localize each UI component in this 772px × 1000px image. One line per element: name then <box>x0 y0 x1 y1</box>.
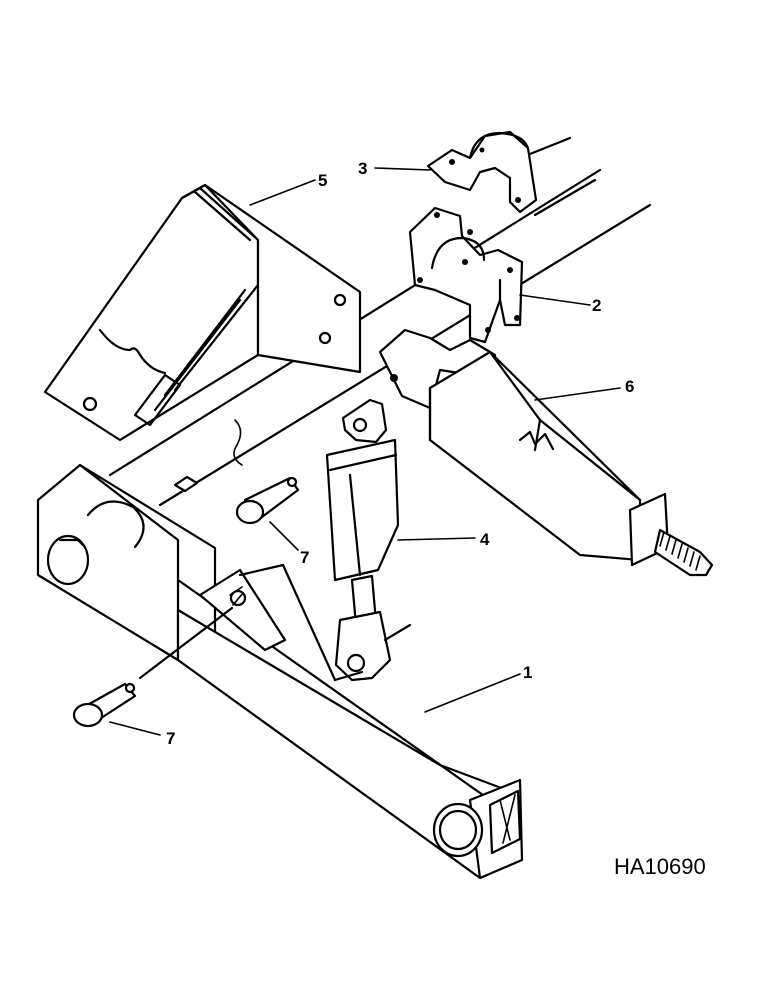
part-7-lower-pin <box>72 606 234 728</box>
part-7-upper-pin <box>235 476 300 525</box>
callout-4: 4 <box>480 530 490 549</box>
part-2-lower-clamp-bracket <box>408 206 524 344</box>
callout-2: 2 <box>592 296 601 315</box>
callout-7-lower: 7 <box>166 729 175 748</box>
leader-lines <box>109 167 621 736</box>
part-5-mounting-plate <box>43 183 362 442</box>
part-3-upper-clamp <box>426 130 538 214</box>
callout-5: 5 <box>318 171 327 190</box>
callout-6: 6 <box>625 377 634 396</box>
part-6-adjuster-tube <box>378 328 714 577</box>
part-4-hydraulic-cylinder <box>325 398 412 682</box>
callout-7-upper: 7 <box>300 548 309 567</box>
drawing-code: HA10690 <box>614 854 706 879</box>
callout-3: 3 <box>358 159 367 178</box>
part-1-main-arm <box>36 463 524 880</box>
callout-1: 1 <box>523 663 532 682</box>
